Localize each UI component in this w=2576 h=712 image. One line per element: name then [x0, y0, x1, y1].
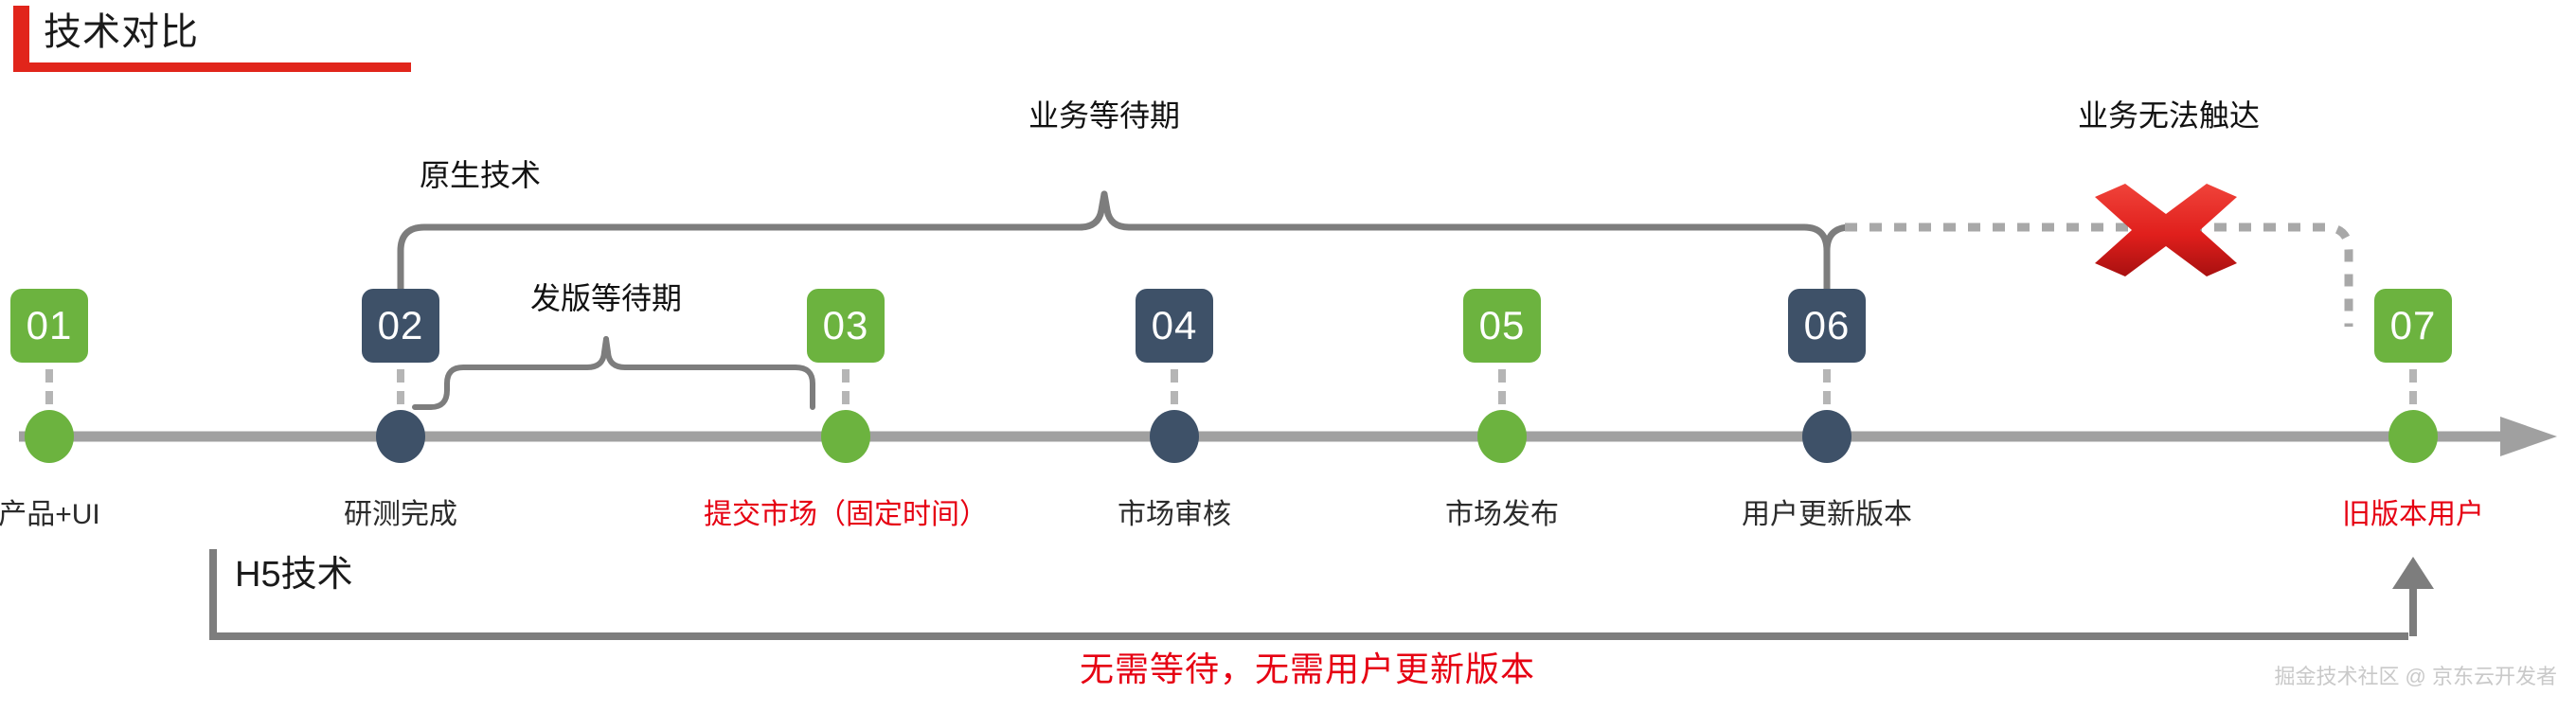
node-box-01[interactable]: 01	[10, 289, 88, 363]
unreachable-dotted-path	[1823, 222, 2353, 330]
blocked-x-icon	[2095, 184, 2237, 276]
release-wait-brace	[412, 336, 815, 410]
page-title-block: 技术对比	[13, 6, 411, 76]
node-box-05[interactable]: 05	[1463, 289, 1541, 363]
page-title: 技术对比	[44, 11, 199, 53]
annotation-business-unreachable: 业务无法触达	[2077, 98, 2261, 133]
node-stems	[45, 369, 2417, 421]
node-box-03[interactable]: 03	[807, 289, 885, 363]
annotation-h5-tech: H5技术	[235, 555, 353, 595]
watermark: 掘金技术社区 @ 京东云开发者	[2274, 665, 2557, 688]
node-label-05: 市场发布	[1445, 499, 1559, 530]
node-label-06: 用户更新版本	[1742, 499, 1912, 530]
node-box-02[interactable]: 02	[362, 289, 439, 363]
node-box-07[interactable]: 07	[2374, 289, 2452, 363]
node-box-06[interactable]: 06	[1788, 289, 1866, 363]
node-label-01: 产品+UI	[0, 499, 100, 530]
timeline-axis	[19, 417, 2557, 456]
node-label-02: 研测完成	[344, 499, 457, 530]
node-label-04: 市场审核	[1118, 499, 1231, 530]
node-box-04[interactable]: 04	[1136, 289, 1213, 363]
title-accent-bar-bottom	[13, 62, 411, 72]
title-accent-bar-left	[13, 6, 29, 62]
node-label-07: 旧版本用户	[2342, 499, 2484, 530]
annotation-h5-benefit: 无需等待，无需用户更新版本	[1080, 650, 1536, 688]
annotation-native-tech: 原生技术	[420, 158, 542, 192]
annotation-business-wait: 业务等待期	[1028, 98, 1181, 133]
h5-bracket	[209, 549, 2434, 640]
node-label-03: 提交市场（固定时间）	[704, 499, 988, 530]
annotation-release-wait: 发版等待期	[529, 281, 683, 315]
